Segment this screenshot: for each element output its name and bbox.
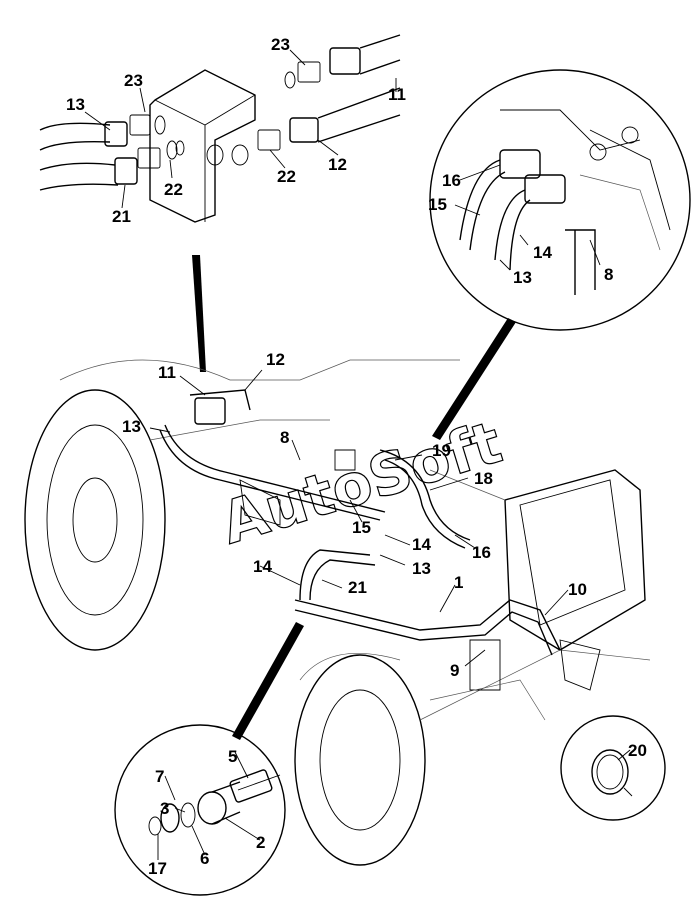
callout-m-21: 21 [348,578,367,597]
callout-top-22a: 22 [164,180,183,199]
callout-top-11: 11 [388,85,406,104]
callout-labels: 13 23 23 11 12 22 22 21 16 15 14 13 8 11… [66,35,647,878]
callout-rc-8: 8 [604,265,613,284]
callout-top-23a: 23 [124,71,143,90]
callout-m-15: 15 [352,518,371,537]
callout-m-16: 16 [472,543,491,562]
callout-m-12: 12 [266,350,285,369]
callout-br-20: 20 [628,741,647,760]
callout-bl-7: 7 [155,767,164,786]
detail-pointer-bottom [232,622,304,740]
detail-valve-block [39,34,401,223]
detail-circle-clamp [560,715,666,821]
callout-m-13b: 13 [412,559,431,578]
detail-pointer-right [432,318,516,440]
callout-top-22b: 22 [277,167,296,186]
main-machine-view [24,359,651,866]
detail-pointer-top [192,255,206,372]
callout-top-12: 12 [328,155,347,174]
callout-top-13: 13 [66,95,85,114]
callout-rc-16: 16 [442,171,461,190]
callout-rc-15: 15 [428,195,447,214]
callout-m-13: 13 [122,417,141,436]
callout-bl-6: 6 [200,849,209,868]
callout-m-18: 18 [474,469,493,488]
callout-m-19: 19 [432,441,451,460]
callout-bl-3: 3 [160,799,169,818]
callout-m-9: 9 [450,661,459,680]
callout-rc-14: 14 [533,243,552,262]
detail-circle-bottom [114,724,286,896]
callout-bl-17: 17 [148,859,167,878]
callout-rc-13: 13 [513,268,532,287]
callout-bl-2: 2 [256,833,265,852]
leader-lines [84,49,631,860]
callout-m-1: 1 [454,573,463,592]
callout-bl-5: 5 [228,747,237,766]
callout-m-14a: 14 [412,535,431,554]
callout-m-14b: 14 [253,557,272,576]
callout-top-23b: 23 [271,35,290,54]
callout-m-8: 8 [280,428,289,447]
callout-m-11: 11 [158,363,176,382]
callout-m-10: 10 [568,580,587,599]
detail-circle-right [429,69,691,331]
callout-top-21: 21 [112,207,131,226]
